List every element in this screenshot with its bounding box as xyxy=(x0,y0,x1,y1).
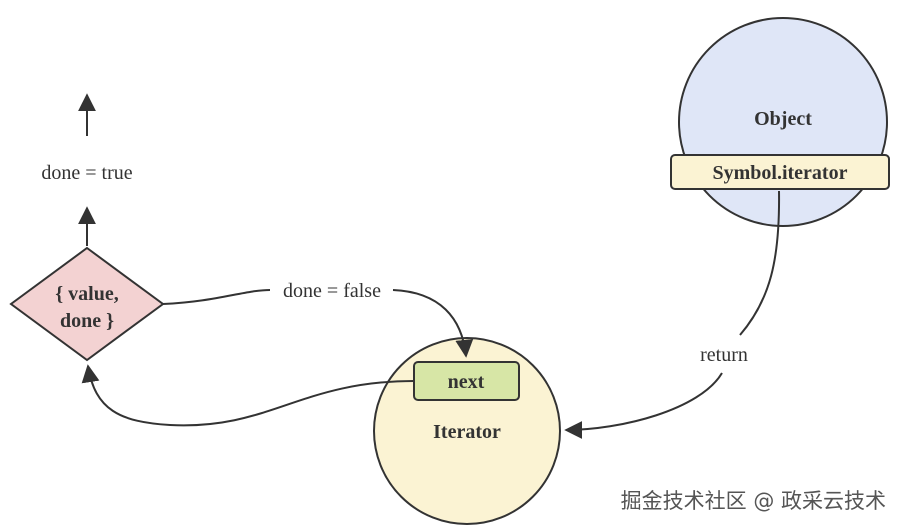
edge-return-part1 xyxy=(739,190,781,336)
iterator-node: Iterator next xyxy=(373,337,561,525)
symbol-iterator-label: Symbol.iterator xyxy=(713,162,848,184)
done-true-label: done = true xyxy=(41,162,132,184)
result-diamond xyxy=(9,246,165,362)
done-false-label: done = false xyxy=(283,280,381,302)
edge-return-part2 xyxy=(564,372,723,439)
return-label: return xyxy=(700,344,748,366)
edge-done-false xyxy=(162,289,271,305)
watermark: 掘金技术社区 @ 政采云技术 xyxy=(621,489,886,513)
symbol-iterator-port xyxy=(670,154,890,190)
next-label: next xyxy=(448,371,485,393)
object-label: Object xyxy=(754,108,812,130)
watermark-text: 掘金技术社区 @ 政采云技术 xyxy=(621,489,886,513)
edge-next-to-diamond xyxy=(81,364,415,427)
iterator-label: Iterator xyxy=(433,421,501,443)
object-node: Object Symbol.iterator xyxy=(670,17,890,227)
result-label-line1: { value, xyxy=(55,283,118,305)
result-node: { value, done } xyxy=(9,246,165,362)
result-label-line2: done } xyxy=(60,310,114,332)
edge-done-false-to-next xyxy=(392,289,474,358)
